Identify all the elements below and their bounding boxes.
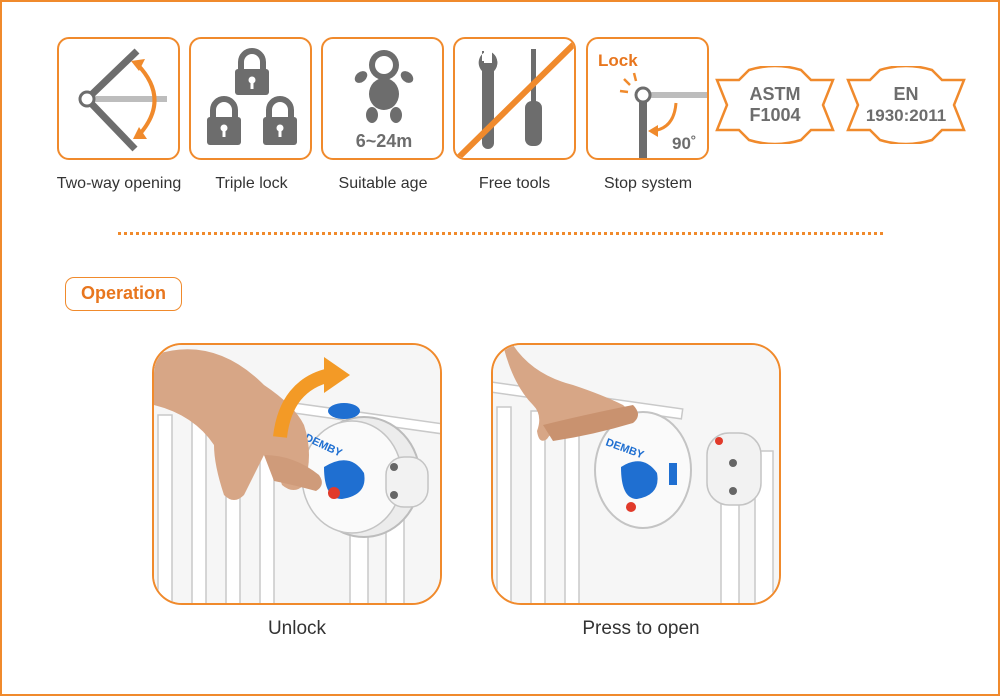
no-tools-icon [456,40,574,158]
certification-badge-astm: ASTM F1004 [715,64,835,146]
feature-tile-free-tools [453,37,576,160]
feature-tile-two-way-opening [57,37,180,160]
badge-line2: F1004 [749,105,800,125]
stop-system-icon: Lock 90˚ [598,51,707,158]
feature-tile-suitable-age: 6~24m [321,37,444,160]
feature-tile-triple-lock [189,37,312,160]
dotted-divider [118,232,883,235]
caption-unlock: Unlock [267,618,327,639]
triple-lock-icon [207,48,297,145]
badge-line1: ASTM [750,84,801,104]
photo-press-to-open: DEMBY [491,343,781,605]
baby-icon: 6~24m [354,50,414,151]
photo-unlock: DEMBY [152,343,442,605]
certification-badge-en: EN 1930:2011 [846,64,966,146]
operation-heading: Operation [65,277,182,311]
feature-label-stop-system: Stop system [603,175,693,192]
feature-label-triple-lock: Triple lock [215,175,288,192]
angle-label: 90˚ [672,134,697,153]
two-way-opening-icon [78,48,167,152]
age-range-text: 6~24m [356,131,413,151]
badge-line1: EN [893,84,918,104]
feature-label-two-way-opening: Two-way opening [56,175,182,192]
feature-label-suitable-age: Suitable age [338,175,428,192]
badge-line2: 1930:2011 [866,106,946,125]
feature-label-free-tools: Free tools [478,175,551,192]
caption-press-to-open: Press to open [582,618,700,639]
feature-tile-stop-system: Lock 90˚ [586,37,709,160]
lock-label: Lock [598,51,638,70]
